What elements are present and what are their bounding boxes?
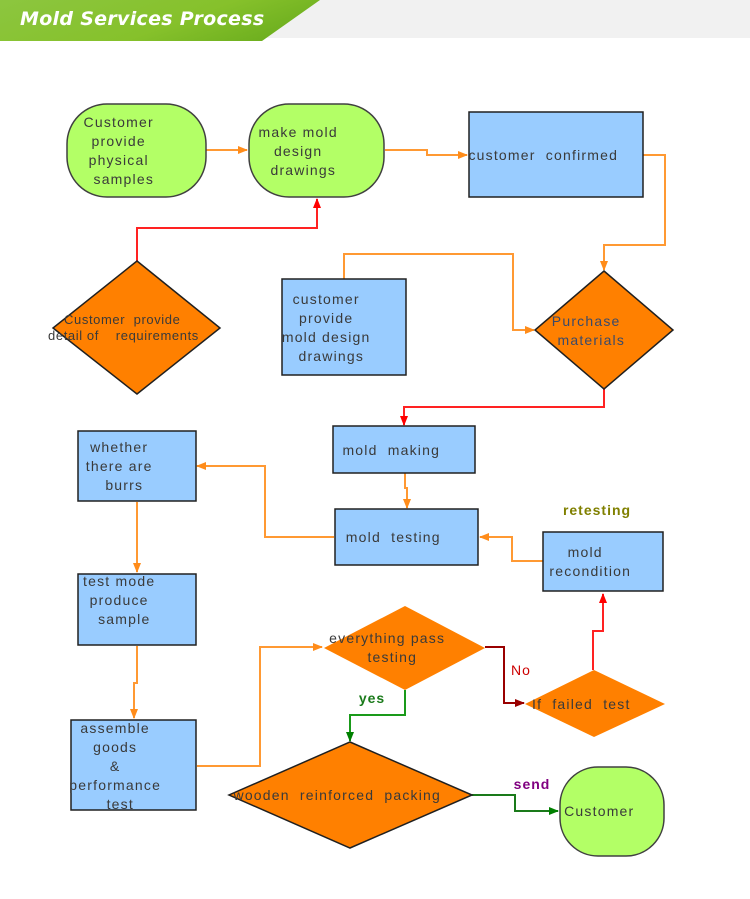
- svg-text:mold recondition: mold recondition: [549, 544, 631, 579]
- node-customer-drawings: customer provide mold design drawings: [0, 0, 407, 376]
- node-text-line: whether: [89, 439, 148, 455]
- node-mold-recondition: mold recondition: [542, 531, 664, 592]
- svg-text:mold testing: mold testing: [0, 0, 466, 545]
- node-mold-making: mold making: [0, 0, 476, 474]
- node-text-line: customer: [293, 291, 360, 307]
- edge-pass-to-failed: [485, 646, 525, 707]
- node-text-line: wooden reinforced packing: [233, 787, 442, 803]
- svg-text:whether there are: whether there are burrs: [0, 0, 188, 493]
- node-text-line: drawings: [298, 348, 364, 364]
- svg-text:everything pass testing: everything pass testing: [0, 0, 481, 665]
- svg-text:mold making: mold making: [0, 0, 466, 458]
- node-text-line: physical: [89, 152, 149, 168]
- svg-text:Customer: Customer: [564, 803, 634, 819]
- node-text-line: there are: [86, 458, 153, 474]
- node-text-line: detail of requirements: [48, 328, 199, 343]
- node-text-line: everything pass: [329, 630, 445, 646]
- node-text-line: mold testing: [346, 529, 441, 545]
- node-mold-testing: mold testing: [0, 0, 479, 566]
- edge-pass-to-packing: [346, 690, 406, 742]
- node-text-line: mold design: [282, 329, 371, 345]
- node-customer-final: Customer: [559, 766, 665, 857]
- svg-text:wooden reinforced packing: wooden reinforced packing: [233, 787, 442, 803]
- svg-text:make mold design d: make mold design drawings: [0, 0, 373, 178]
- node-text-line: burrs: [105, 477, 143, 493]
- node-burrs: whether there are burrs: [0, 0, 197, 502]
- node-text-line: materials: [557, 332, 625, 348]
- node-text-line: make mold: [259, 124, 338, 140]
- node-text-line: recondition: [549, 563, 631, 579]
- node-test-mode: test mode produce sample: [0, 0, 197, 646]
- node-text-line: sample: [98, 611, 150, 627]
- node-text-line: mold: [568, 544, 603, 560]
- node-text-line: mold making: [342, 442, 440, 458]
- edge-label-send: send: [514, 776, 551, 792]
- node-text-line: Customer provide: [64, 312, 180, 327]
- node-text-line: test: [107, 796, 134, 812]
- svg-text:Customer provide detail: Customer provide detail of requirements: [0, 0, 220, 343]
- svg-text:test mode produce: test mode produce sample: [0, 0, 191, 627]
- node-failed-test: If failed test: [525, 670, 665, 737]
- edge-packing-to-customer: [472, 794, 559, 815]
- node-text-line: performance: [69, 777, 161, 793]
- page-title: Mold Services Process: [20, 8, 265, 30]
- header-banner: [0, 0, 320, 41]
- node-text-line: design: [274, 143, 322, 159]
- edge-testing-to-burrs: [196, 462, 334, 538]
- node-pass-testing: everything pass testing: [0, 0, 485, 690]
- node-text-line: customer confirmed: [468, 147, 618, 163]
- node-text-line: provide: [299, 310, 353, 326]
- edge-making-to-testing: [403, 473, 411, 509]
- node-customer-samples: Customer provide physical samples: [66, 0, 207, 198]
- node-text-line: Customer: [564, 803, 634, 819]
- node-text-line: produce: [90, 592, 149, 608]
- edge-assemble-to-pass: [197, 643, 323, 767]
- edge-label-no: No: [511, 662, 531, 678]
- svg-text:Purchase materials: Purchase materials: [0, 0, 656, 348]
- node-assemble: assemble goods & performance test: [0, 0, 197, 812]
- node-text-line: If failed test: [532, 696, 631, 712]
- edge-drawings-to-confirmed: [385, 149, 468, 159]
- node-text-line: samples: [94, 171, 155, 187]
- edge-confirmed-to-purchase: [600, 154, 666, 271]
- node-text-line: goods: [93, 739, 137, 755]
- node-packing: wooden reinforced packing: [227, 741, 474, 849]
- node-text-line: assemble: [80, 720, 150, 736]
- node-text-line: drawings: [270, 162, 336, 178]
- edge-label-retesting: retesting: [563, 502, 631, 518]
- edge-recondition-to-testing: [479, 533, 543, 562]
- node-detail-requirements: Customer provide detail of requirements: [0, 0, 222, 395]
- node-text-line: &: [110, 758, 121, 774]
- edge-testmode-to-assemble: [130, 646, 138, 719]
- node-text-line: test mode: [83, 573, 155, 589]
- node-customer-confirmed: customer confirmed: [0, 0, 644, 198]
- edge-failed-to-recondition: [592, 593, 607, 670]
- svg-text:customer provide m: customer provide mold design drawings: [0, 0, 406, 364]
- edge-customer-drawings-to-purchase: [343, 253, 535, 334]
- node-text-line: Customer: [84, 114, 154, 130]
- edge-requirements-to-drawings: [136, 198, 321, 262]
- svg-text:assemble goods &: assemble goods & performance test: [0, 0, 197, 812]
- edge-label-yes: yes: [359, 690, 385, 706]
- node-text-line: Purchase: [552, 313, 621, 329]
- svg-text:customer confirmed: customer confirmed: [0, 0, 644, 163]
- svg-text:If failed test: If failed test: [532, 696, 631, 712]
- node-make-drawings: make mold design drawings: [0, 0, 385, 198]
- node-text-line: testing: [367, 649, 417, 665]
- edge-purchase-to-mold-making: [400, 389, 605, 426]
- node-purchase-materials: Purchase materials: [0, 0, 675, 390]
- svg-text:Customer provide p: Customer provide physical samples: [84, 0, 190, 187]
- node-text-line: provide: [92, 133, 146, 149]
